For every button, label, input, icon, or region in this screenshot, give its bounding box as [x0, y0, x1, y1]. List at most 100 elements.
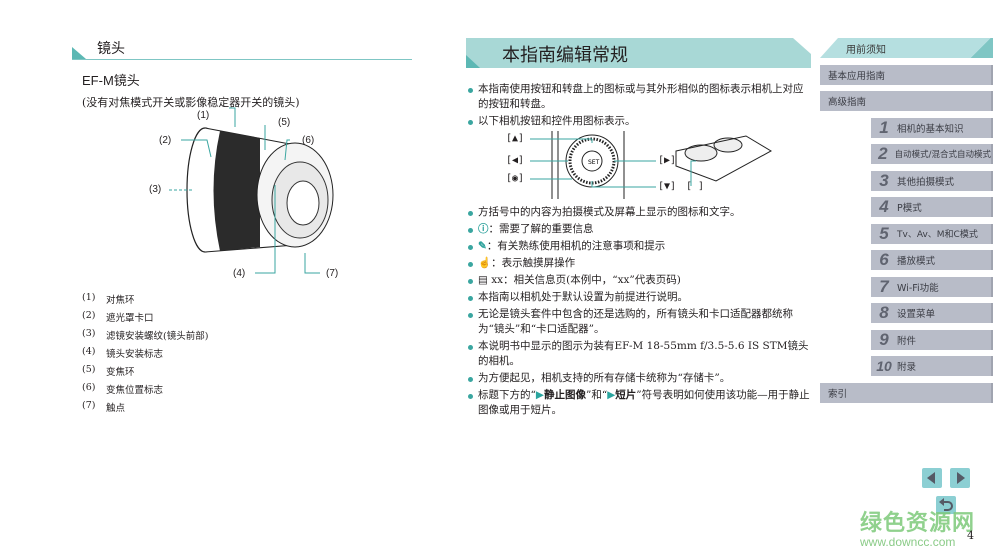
- list-item: 本指南使用按钮和转盘上的图标或与其外形相似的图标表示相机上对应的按钮和转盘。: [466, 82, 811, 112]
- lens-diagram: (1) (2) (3) (4) (5) (6) (7): [145, 105, 365, 285]
- part-label: 变焦环: [106, 367, 135, 378]
- part-number: (5): [82, 364, 96, 375]
- center-button-label: [◉]: [506, 173, 525, 184]
- arrow-right-icon: [957, 472, 965, 484]
- list-item: ⓘ：需要了解的重要信息: [466, 222, 811, 237]
- important-icon: ⓘ: [478, 223, 489, 235]
- figure-label-1: (1): [197, 110, 210, 121]
- chapter-number: 7: [879, 276, 889, 296]
- nav-label: Wi-Fi功能: [897, 282, 939, 294]
- section-header: 镜头: [72, 36, 412, 60]
- section-banner: 本指南编辑常规: [466, 38, 811, 68]
- list-item: 为方便起见，相机支持的所有存储卡统称为“存储卡”。: [466, 371, 811, 386]
- nav-label: Tv、Av、M和C模式: [897, 230, 978, 240]
- figure-label-2: (2): [159, 135, 172, 146]
- dial-label: [ ]: [686, 181, 705, 192]
- nav-label: 索引: [828, 388, 848, 400]
- previous-page-button[interactable]: [922, 468, 942, 488]
- nav-item-basic-guide[interactable]: 基本应用指南: [820, 64, 993, 85]
- nav-label: 基本应用指南: [828, 70, 886, 82]
- lens-subtitle: EF-M镜头: [82, 73, 140, 88]
- bullet-text: ：表示触摸屏操作: [491, 257, 576, 269]
- part-label: 滤镜安装螺纹(镜头前部): [106, 331, 209, 342]
- svg-text:SET: SET: [588, 159, 600, 166]
- part-label: 对焦环: [106, 295, 135, 306]
- list-item: ▤ xx：相关信息页(本例中，“xx”代表页码): [466, 273, 811, 288]
- back-button[interactable]: [936, 496, 956, 514]
- touch-icon: ☝: [478, 257, 492, 269]
- nav-label: 附件: [897, 335, 917, 347]
- up-button-label: [▲]: [506, 133, 525, 144]
- list-item: 以下相机按钮和控件用图标表示。: [466, 114, 811, 129]
- part-number: (6): [82, 382, 96, 393]
- part-number: (3): [82, 328, 96, 339]
- figure-label-3: (3): [149, 184, 162, 195]
- chapter-number: 1: [879, 117, 889, 137]
- part-label: 镜头安装标志: [106, 349, 164, 360]
- pencil-tips-icon: ✎: [478, 240, 487, 252]
- right-button-label: [▶]: [658, 155, 677, 166]
- list-item: 本说明书中显示的图示为装有EF-M 18-55mm f/3.5-5.6 IS S…: [466, 339, 811, 369]
- conventions-list: 本指南使用按钮和转盘上的图标或与其外形相似的图标表示相机上对应的按钮和转盘。 以…: [466, 82, 811, 129]
- conventions-list-continued: 方括号中的内容为拍摄模式及屏幕上显示的图标和文字。 ⓘ：需要了解的重要信息 ✎：…: [466, 205, 811, 418]
- chapter-number: 8: [879, 303, 889, 322]
- part-label: 触点: [106, 403, 126, 414]
- nav-label: P模式: [897, 203, 922, 214]
- bullet-text: ：有关熟练使用相机的注意事项和提示: [486, 240, 666, 252]
- list-item: (1)对焦环: [82, 292, 208, 310]
- lens-parts-list: (1)对焦环 (2)遮光罩卡口 (3)滤镜安装螺纹(镜头前部) (4)镜头安装标…: [82, 292, 208, 418]
- tab-corner-left: [820, 38, 838, 58]
- figure-label-7: (7): [326, 268, 339, 279]
- list-item: (5) 变焦环: [82, 364, 208, 382]
- chapter-number: 3: [879, 170, 889, 190]
- list-item: ☝：表示触摸屏操作: [466, 256, 811, 271]
- nav-item-index[interactable]: 索引: [820, 382, 993, 403]
- bullet-text: ”和“: [585, 389, 608, 401]
- nav-chapter-4[interactable]: 4 P模式: [871, 197, 993, 217]
- next-page-button[interactable]: [950, 468, 970, 488]
- banner-corner-decoration: [466, 55, 480, 68]
- bullet-text: 无论是镜头套件中包含的还是选购的，所有镜头和卡口适配器都统称为“镜头”和“卡口适…: [478, 308, 793, 335]
- nav-chapter-7[interactable]: 7 Wi-Fi功能: [871, 276, 993, 297]
- nav-label: 用前须知: [846, 45, 886, 56]
- arrow-left-icon: [927, 472, 935, 484]
- bullet-text: 标题下方的“: [478, 389, 536, 401]
- tab-corner-right: [969, 38, 993, 58]
- list-item: 标题下方的“▶静止图像”和“▶短片”符号表明如何使用该功能—用于静止图像或用于短…: [466, 388, 811, 418]
- camera-controls-diagram: SET [▲] [◀] [◉] [▶] [▼] [ ]: [506, 131, 776, 199]
- page-number: 4: [967, 529, 974, 542]
- part-number: (2): [82, 310, 96, 321]
- section-title: 镜头: [97, 41, 125, 57]
- chapter-number: 2: [878, 144, 888, 163]
- return-icon: [939, 498, 953, 511]
- nav-item-before-use[interactable]: 用前须知: [820, 38, 993, 58]
- chapter-number: 6: [879, 250, 889, 269]
- nav-chapter-3[interactable]: 3 其他拍摄模式: [871, 170, 993, 191]
- part-label: 变焦位置标志: [106, 385, 164, 396]
- nav-label: 其他拍摄模式: [897, 176, 955, 188]
- list-item: (2)遮光罩卡口: [82, 310, 208, 328]
- nav-item-advanced-guide[interactable]: 高级指南: [820, 91, 993, 111]
- figure-label-6: (6): [302, 135, 315, 146]
- part-number: (7): [82, 400, 96, 411]
- list-item: 方括号中的内容为拍摄模式及屏幕上显示的图标和文字。: [466, 205, 811, 220]
- bullet-text: 本说明书中显示的图示为装有EF-M 18-55mm f/3.5-5.6 IS S…: [478, 340, 809, 367]
- bullet-text: 本指南以相机处于默认设置为前提进行说明。: [478, 291, 688, 303]
- chapter-number: 10: [876, 358, 892, 374]
- nav-label: 高级指南: [828, 97, 867, 108]
- bullet-text: ”符号表明如何使用该功能—用于静止图像或用于短片。: [478, 389, 810, 416]
- still-image-label: 静止图像: [543, 389, 586, 401]
- bullet-text: xx：相关信息页(本例中，“xx”代表页码): [491, 274, 681, 286]
- watermark-text: 绿色资源网: [860, 511, 976, 536]
- bullet-text: 方括号中的内容为拍摄模式及屏幕上显示的图标和文字。: [478, 206, 741, 218]
- list-item: (7) 触点: [82, 400, 208, 418]
- chapter-number: 4: [879, 197, 889, 216]
